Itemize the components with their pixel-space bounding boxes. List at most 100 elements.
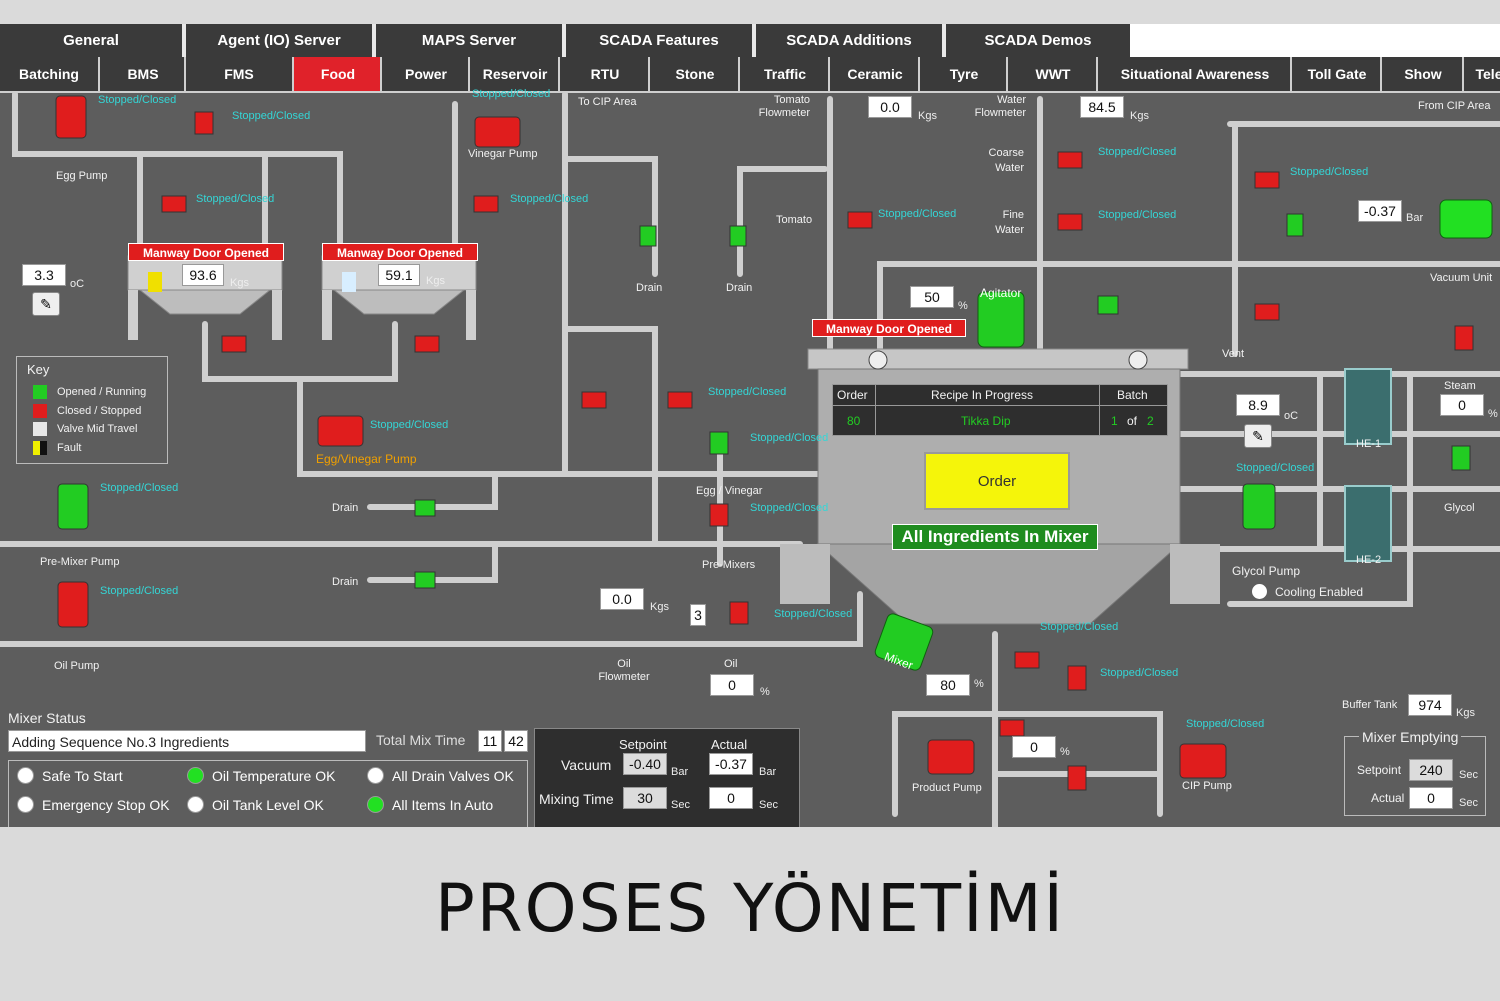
subtab-bms[interactable]: BMS bbox=[98, 57, 186, 91]
subtab-power[interactable]: Power bbox=[380, 57, 470, 91]
sub-tab-bar: Batching BMS FMS Food Power Reservoir RT… bbox=[0, 57, 1500, 93]
tab-bar-empty bbox=[1130, 24, 1500, 57]
emptying-actual-label: Actual bbox=[1371, 791, 1405, 805]
subtab-rtu[interactable]: RTU bbox=[558, 57, 650, 91]
subtab-stone[interactable]: Stone bbox=[648, 57, 740, 91]
product-valve-unit: % bbox=[1060, 746, 1070, 758]
mixer-sequence-field: Adding Sequence No.3 Ingredients bbox=[8, 730, 366, 752]
valve-icon bbox=[847, 211, 873, 229]
pre-mixers-label: Pre-Mixers bbox=[702, 559, 756, 571]
valve-icon bbox=[709, 431, 729, 455]
subtab-tyre[interactable]: Tyre bbox=[918, 57, 1008, 91]
vinegar-pump-icon bbox=[474, 116, 521, 148]
subtab-reservoir[interactable]: Reservoir bbox=[468, 57, 560, 91]
mixing-time-setpoint-field[interactable]: 30 bbox=[623, 787, 667, 809]
emptying-setpoint-field[interactable]: 240 bbox=[1409, 759, 1453, 781]
tab-scada-demos[interactable]: SCADA Demos bbox=[946, 24, 1130, 57]
valve-icon bbox=[1254, 171, 1280, 189]
oil-pump-label: Oil Pump bbox=[54, 660, 100, 672]
valve-icon bbox=[729, 601, 749, 625]
subtab-fms[interactable]: FMS bbox=[184, 57, 292, 91]
subtab-toll-gate[interactable]: Toll Gate bbox=[1290, 57, 1382, 91]
product-pump-label: Product Pump bbox=[912, 782, 982, 794]
valve-icon bbox=[1097, 295, 1119, 315]
vacuum-actual-display: -0.37 bbox=[709, 753, 753, 775]
valve-icon bbox=[1454, 325, 1474, 351]
egg-vinegar-pump-label: Egg/Vinegar Pump bbox=[316, 452, 417, 466]
valve-icon bbox=[414, 499, 436, 517]
drain-label-2: Drain bbox=[726, 282, 753, 294]
subtab-batching[interactable]: Batching bbox=[19, 66, 79, 82]
vinegar-pump-label: Vinegar Pump bbox=[468, 148, 538, 160]
egg-vinegar-pump-status: Stopped/Closed bbox=[370, 419, 449, 431]
water-flowmeter-label: Water Flowmeter bbox=[974, 94, 1026, 119]
egg-vinegar-pump-icon bbox=[317, 415, 364, 447]
oil-flow-display: 0.0 bbox=[600, 588, 644, 610]
vacuum-setpoint-field[interactable]: -0.40 bbox=[623, 753, 667, 775]
vacuum-label: Vacuum bbox=[561, 757, 612, 773]
subtab-food[interactable]: Food bbox=[292, 57, 382, 91]
cooling-enabled-indicator bbox=[1252, 584, 1267, 599]
oil-valve-display: 0 bbox=[710, 674, 754, 696]
mixer-temp-display: 8.9 bbox=[1236, 394, 1280, 416]
water-flow-unit: Kgs bbox=[1130, 110, 1149, 122]
legend-opened: Opened / Running bbox=[57, 386, 147, 398]
vacuum-pressure-display: -0.37 bbox=[1358, 200, 1402, 222]
tank1-temp-display: 3.3 bbox=[22, 264, 66, 286]
tab-scada-features[interactable]: SCADA Features bbox=[566, 24, 756, 57]
mixing-time-actual-display: 0 bbox=[709, 787, 753, 809]
mixer-emptying-panel: Mixer Emptying Setpoint 240 Sec Actual 0… bbox=[1344, 729, 1486, 816]
glycol-pump-icon bbox=[1242, 483, 1276, 530]
subtab-show[interactable]: Show bbox=[1380, 57, 1464, 91]
mixer-status-message: All Ingredients In Mixer bbox=[892, 524, 1098, 550]
valve-status: Stopped/Closed bbox=[196, 193, 275, 205]
valve-icon bbox=[639, 225, 657, 247]
valve-status: Stopped/Closed bbox=[1098, 146, 1177, 158]
valve-icon bbox=[999, 719, 1025, 737]
subtab-tele[interactable]: Tele bbox=[1462, 57, 1500, 91]
scada-screen: General Agent (IO) Server MAPS Server SC… bbox=[0, 24, 1500, 827]
valve-icon bbox=[161, 195, 187, 213]
oil-flowmeter-label: Oil Flowmeter bbox=[598, 658, 650, 683]
emptying-setpoint-unit: Sec bbox=[1459, 769, 1478, 781]
pre-mixer-pump-status: Stopped/Closed bbox=[100, 482, 179, 494]
tab-agent-server[interactable]: Agent (IO) Server bbox=[186, 24, 376, 57]
cooling-enabled-toggle[interactable]: Cooling Enabled bbox=[1252, 584, 1363, 599]
emptying-setpoint-label: Setpoint bbox=[1357, 763, 1402, 777]
oil-valve-unit: % bbox=[760, 686, 770, 698]
indicator-emergency-stop: Emergency Stop OK bbox=[17, 796, 170, 813]
manway-door-alarm-mixer: Manway Door Opened bbox=[812, 319, 966, 337]
glycol-pump-label: Glycol Pump bbox=[1232, 564, 1301, 578]
recipe-header: Recipe In Progress bbox=[931, 388, 1034, 402]
mixing-time-label: Mixing Time bbox=[539, 791, 614, 807]
edit-icon[interactable]: ✎ bbox=[32, 292, 60, 316]
order-value: 80 bbox=[847, 414, 861, 428]
legend-key: Key Opened / Running Closed / Stopped Va… bbox=[16, 356, 168, 464]
mixer-emptying-title: Mixer Emptying bbox=[1359, 729, 1462, 745]
mixing-time-actual-unit: Sec bbox=[759, 799, 778, 811]
coarse-water-label: Coarse Water bbox=[988, 147, 1024, 174]
cooling-enabled-label: Cooling Enabled bbox=[1275, 584, 1364, 599]
agitator-label: Agitator bbox=[980, 286, 1022, 300]
subtab-situational-awareness[interactable]: Situational Awareness bbox=[1096, 57, 1292, 91]
tank1-weight-display: 93.6 bbox=[182, 264, 224, 286]
actual-header: Actual bbox=[711, 737, 748, 752]
subtab-traffic[interactable]: Traffic bbox=[738, 57, 830, 91]
emptying-actual-unit: Sec bbox=[1459, 797, 1478, 809]
tank1-weight-unit: Kgs bbox=[230, 277, 249, 289]
agitator-speed-unit: % bbox=[958, 300, 968, 312]
subtab-ceramic[interactable]: Ceramic bbox=[828, 57, 920, 91]
batch-total: 2 bbox=[1147, 414, 1154, 428]
indicator-items-in-auto: All Items In Auto bbox=[367, 796, 493, 813]
weigh-tank-1 bbox=[127, 255, 283, 340]
tab-maps-server[interactable]: MAPS Server bbox=[376, 24, 566, 57]
edit-icon[interactable]: ✎ bbox=[1244, 424, 1272, 448]
legend-swatch-red bbox=[33, 404, 47, 418]
tab-scada-additions[interactable]: SCADA Additions bbox=[756, 24, 946, 57]
vacuum-pressure-unit: Bar bbox=[1406, 212, 1424, 224]
subtab-wwt[interactable]: WWT bbox=[1006, 57, 1098, 91]
order-button[interactable]: Order bbox=[924, 452, 1070, 510]
order-header: Order bbox=[837, 388, 868, 402]
indicator-oil-temperature: Oil Temperature OK bbox=[187, 767, 335, 784]
tab-general[interactable]: General bbox=[0, 24, 186, 57]
